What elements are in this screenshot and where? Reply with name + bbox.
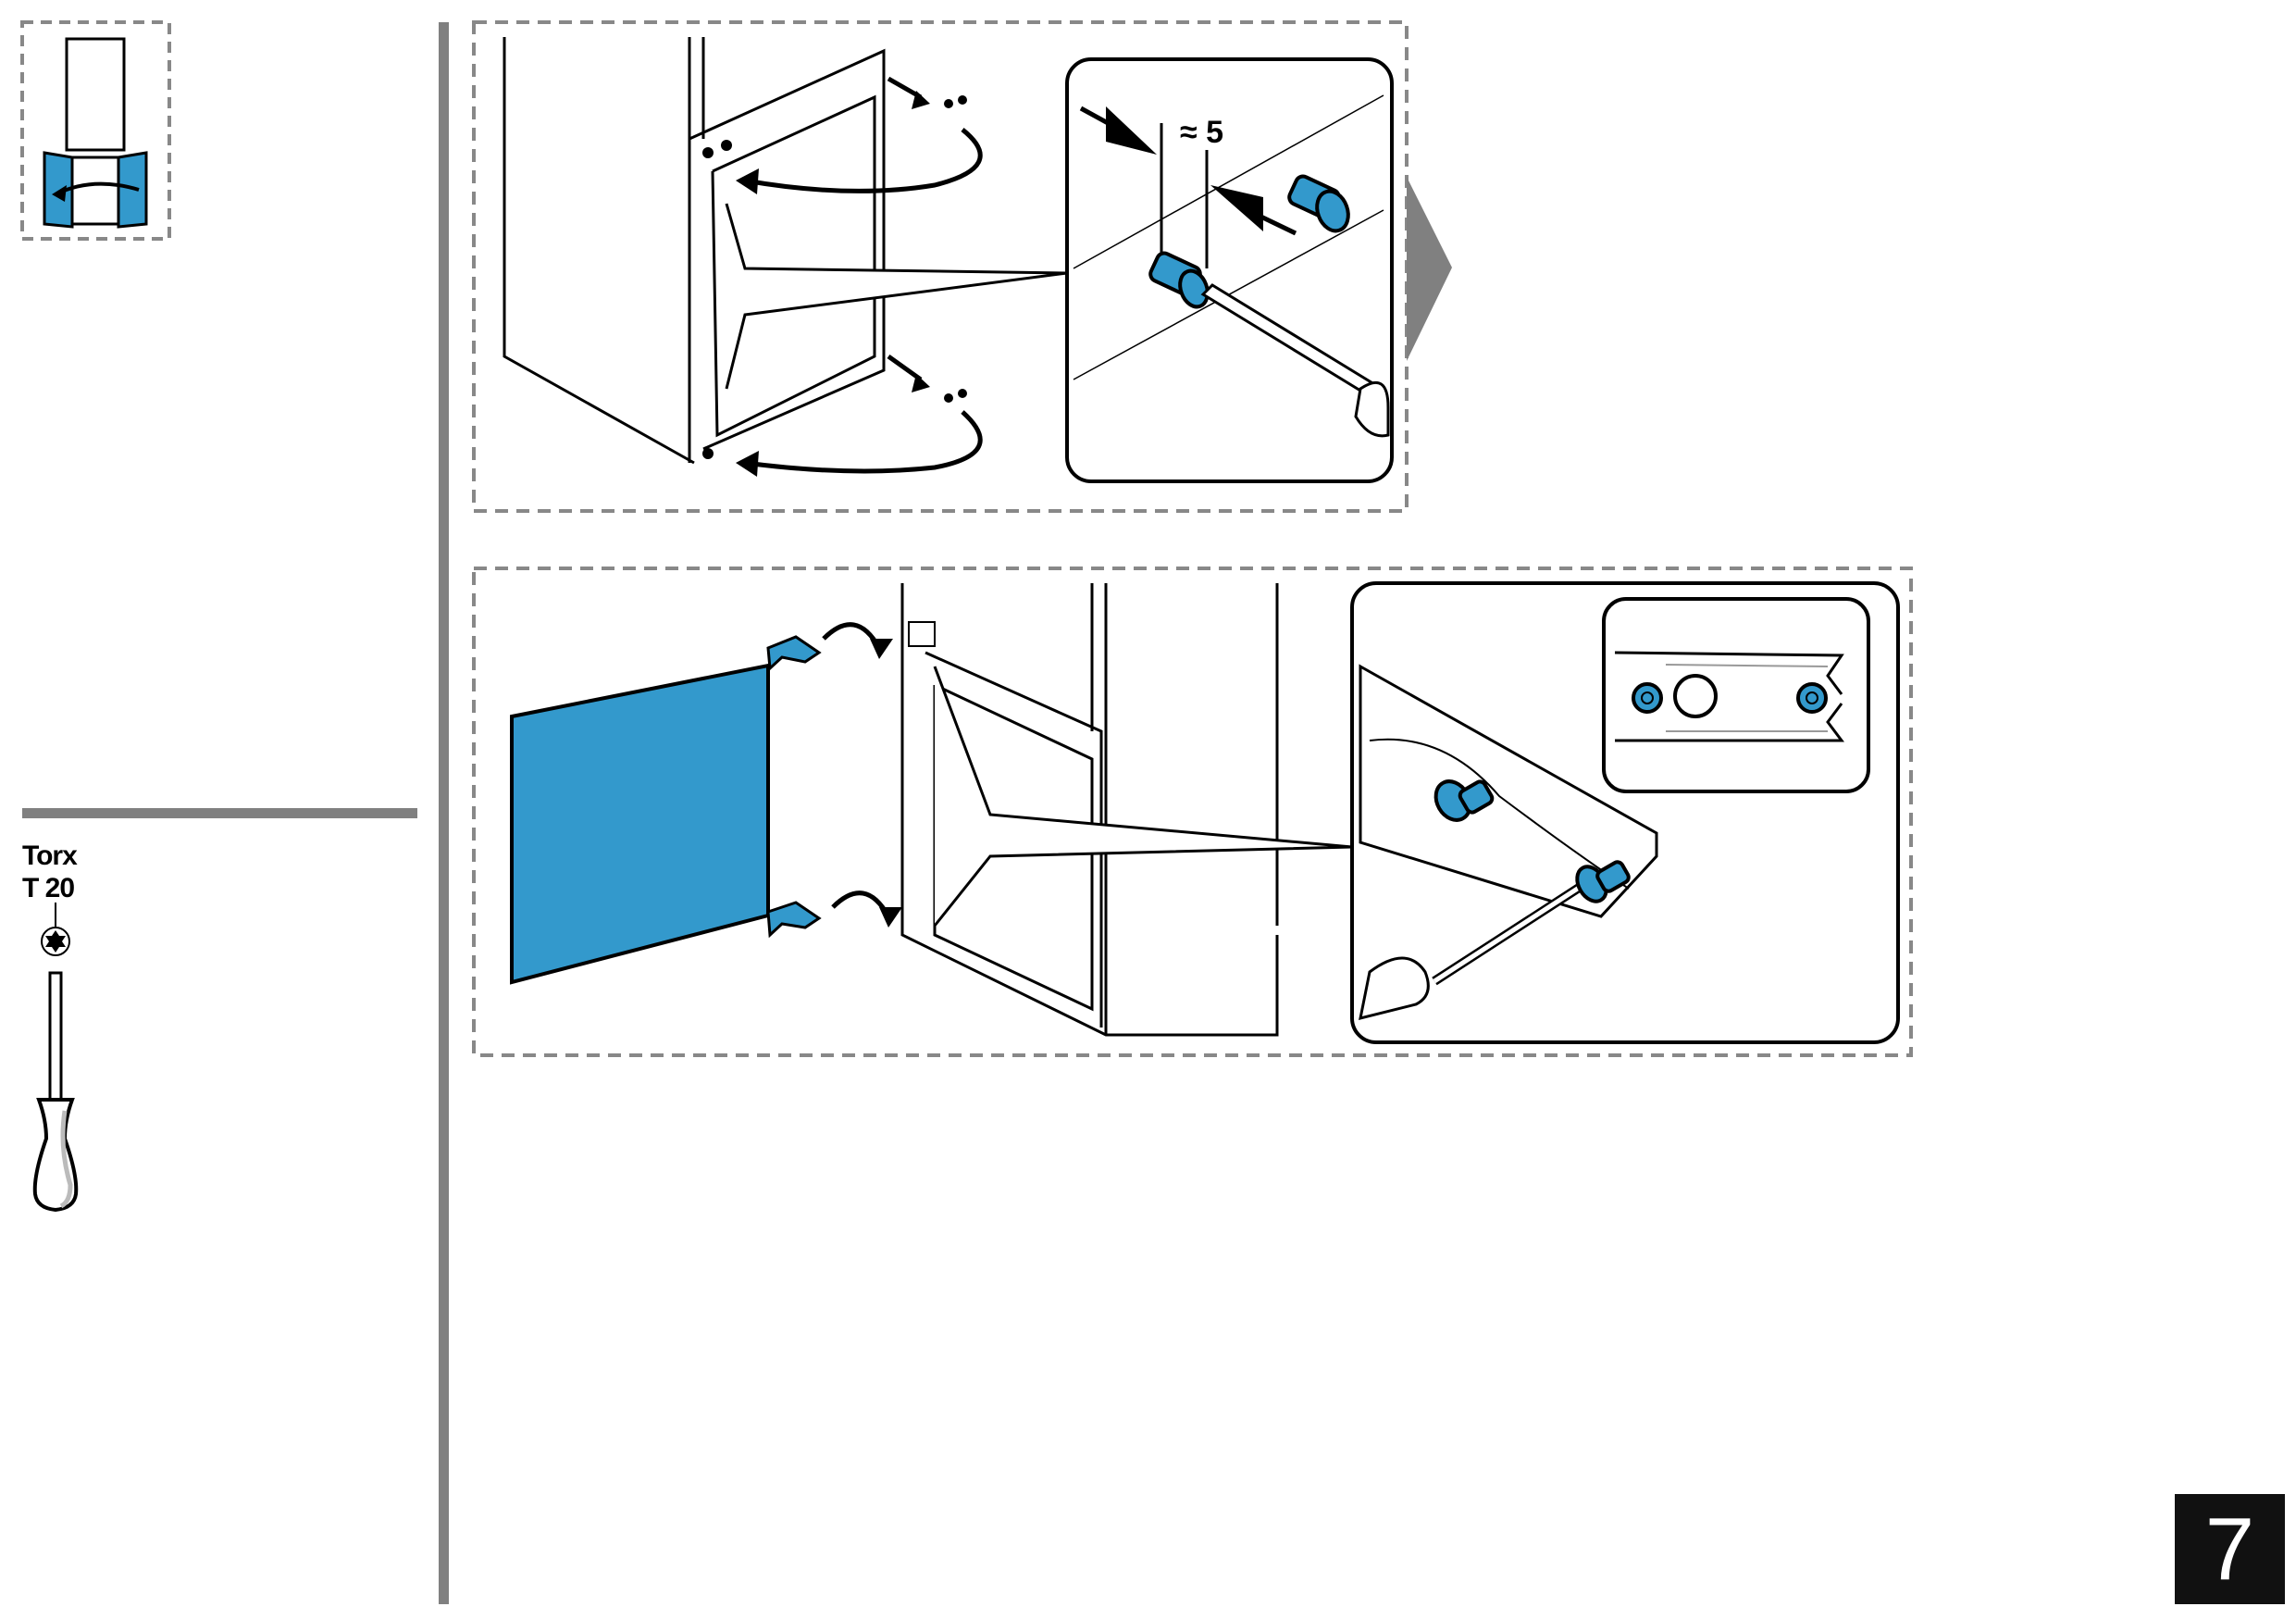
keyhole-bracket-detail [1602,597,1870,793]
tool-divider [22,808,417,818]
next-step-arrow [1407,177,1452,361]
detail-inset-screw-depth: ≈ 5 [1065,57,1394,483]
tool-name-label: Torx [22,841,78,871]
tool-size-label: T 20 [22,873,75,903]
screwdriver-icon [32,971,79,1213]
dimension-label: ≈ 5 [1180,115,1223,150]
screwdriver-shaft [1200,283,1390,438]
step-panel-1: ≈ 5 [472,20,1409,513]
page-number: 7 [2175,1494,2285,1604]
detail-inset-hinge-screws [1350,581,1900,1044]
torx-bit-icon [41,903,70,956]
step-panel-2 [472,567,1913,1057]
hinge-icon [766,635,822,939]
furniture-door-panel [510,663,770,985]
screw-icon [1148,174,1350,309]
overview-thumbnail [20,20,171,241]
vertical-divider [439,22,449,1604]
